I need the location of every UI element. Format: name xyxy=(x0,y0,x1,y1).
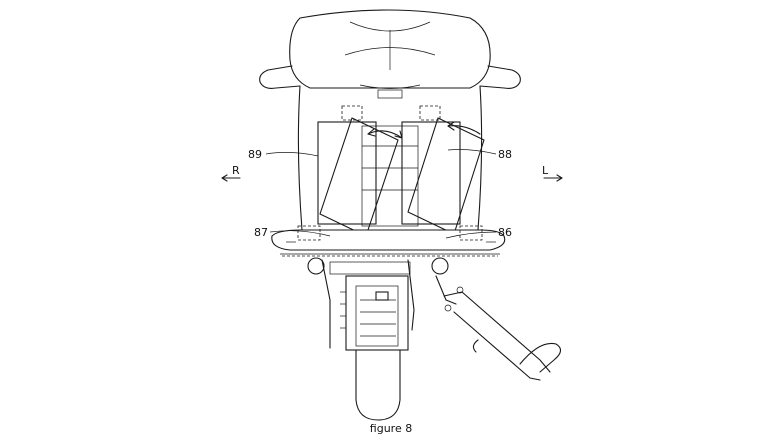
step-board xyxy=(271,225,506,257)
direction-label-r: R xyxy=(232,164,240,177)
upper-body xyxy=(297,85,483,231)
ref-86: 86 xyxy=(498,226,512,239)
lower-frame xyxy=(307,257,449,351)
side-stand xyxy=(435,275,562,381)
ref-87: 87 xyxy=(254,226,268,239)
ref-89: 89 xyxy=(248,148,262,161)
seat-handles xyxy=(259,65,521,89)
rear-wheel xyxy=(355,349,401,421)
reference-numerals: 89 88 87 86 xyxy=(248,148,512,239)
battery-housings xyxy=(317,121,461,227)
ref-88: 88 xyxy=(498,148,512,161)
direction-indicators: R L xyxy=(221,164,563,182)
rotation-arrows xyxy=(367,121,481,139)
figure-caption: figure 8 xyxy=(370,422,412,435)
seat xyxy=(289,9,491,89)
direction-label-l: L xyxy=(542,164,549,177)
